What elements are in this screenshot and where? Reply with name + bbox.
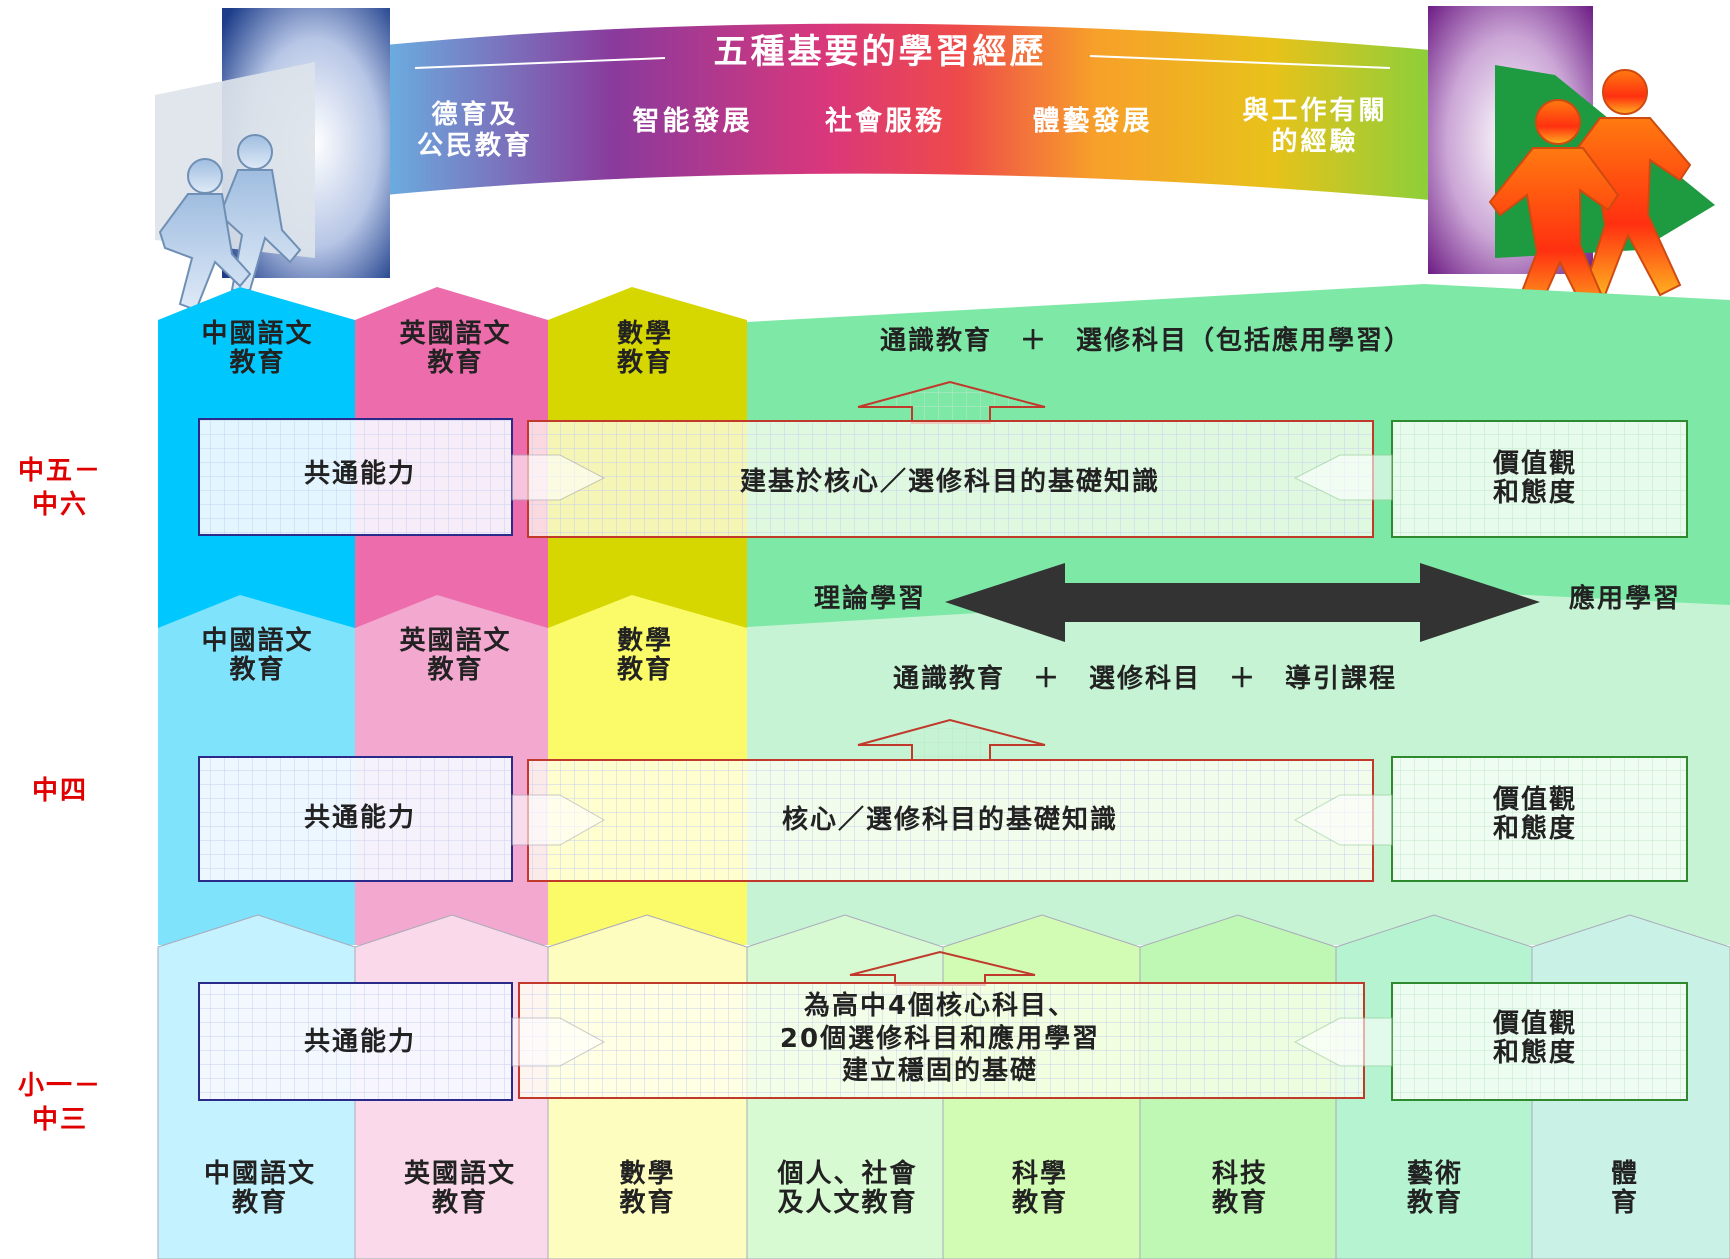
kla-english-label: 英國語文 教育: [403, 1159, 516, 1218]
middle-green-label: 通識教育 ＋ 選修科目 ＋ 導引課程: [893, 664, 1398, 694]
theory-learning-label: 理論學習: [813, 584, 926, 614]
arch-title: 五種基要的學習經歷: [713, 32, 1047, 72]
side-label-s4: 中四: [31, 776, 88, 806]
up-arrow-middle: [857, 718, 1046, 761]
walking-figures-right-icon: [1488, 69, 1692, 320]
middle-col-math-label: 數學 教育: [616, 626, 673, 685]
kla-pshe-label: 個人、社會 及人文教育: [777, 1159, 918, 1218]
upper-common-abilities: 共通能力: [303, 459, 416, 489]
experience-community-service: 社會服務: [825, 106, 945, 137]
row1-boxes: [198, 418, 1688, 538]
arch-rule-right: [1089, 55, 1391, 69]
arch-rule-left: [414, 57, 666, 69]
lower-values-attitudes: 價值觀 和態度: [1492, 1009, 1577, 1068]
kla-technology-label: 科技 教育: [1211, 1159, 1268, 1218]
middle-col-chinese-label: 中國語文 教育: [201, 626, 314, 685]
up-arrow-lower: [849, 950, 1036, 986]
row2-boxes: [198, 756, 1688, 882]
applied-learning-label: 應用學習: [1568, 584, 1681, 614]
middle-values-attitudes: 價值觀 和態度: [1492, 785, 1577, 844]
kla-math-label: 數學 教育: [619, 1159, 676, 1218]
middle-foundation-knowledge: 核心／選修科目的基礎知識: [781, 805, 1118, 835]
kla-chinese-label: 中國語文 教育: [203, 1159, 316, 1218]
side-label-p1-s3: 小一－ 中三: [17, 1071, 102, 1135]
upper-values-attitudes: 價值觀 和態度: [1492, 449, 1577, 508]
theory-applied-double-arrow: [945, 563, 1540, 642]
experience-moral-civic: 德育及 公民教育: [416, 100, 533, 162]
experience-career-related: 與工作有關 的經驗: [1242, 96, 1388, 158]
upper-col-english-label: 英國語文 教育: [399, 319, 512, 378]
upper-col-chinese-label: 中國語文 教育: [201, 319, 314, 378]
kla-science-label: 科學 教育: [1011, 1159, 1068, 1218]
middle-col-english-label: 英國語文 教育: [399, 626, 512, 685]
kla-pe-label: 體 育: [1610, 1159, 1639, 1218]
side-label-s5-s6: 中五－ 中六: [17, 456, 102, 520]
up-arrow-upper: [857, 380, 1046, 424]
upper-foundation-knowledge: 建基於核心／選修科目的基礎知識: [739, 467, 1160, 497]
row3-boxes: [198, 982, 1688, 1101]
experience-intellectual: 智能發展: [632, 106, 753, 137]
upper-green-label: 通識教育 ＋ 選修科目（包括應用學習）: [880, 326, 1413, 356]
middle-common-abilities: 共通能力: [303, 803, 416, 833]
lower-common-abilities: 共通能力: [303, 1027, 416, 1057]
kla-arts-label: 藝術 教育: [1406, 1159, 1463, 1218]
upper-col-math-label: 數學 教育: [616, 319, 673, 378]
experience-arts-physical: 體藝發展: [1032, 106, 1153, 137]
lower-foundation-text: 為高中4個核心科目、 20個選修科目和應用學習 建立穩固的基礎: [779, 991, 1101, 1086]
rainbow-arch: [385, 23, 1430, 201]
walking-figures-left-icon: [158, 134, 302, 312]
